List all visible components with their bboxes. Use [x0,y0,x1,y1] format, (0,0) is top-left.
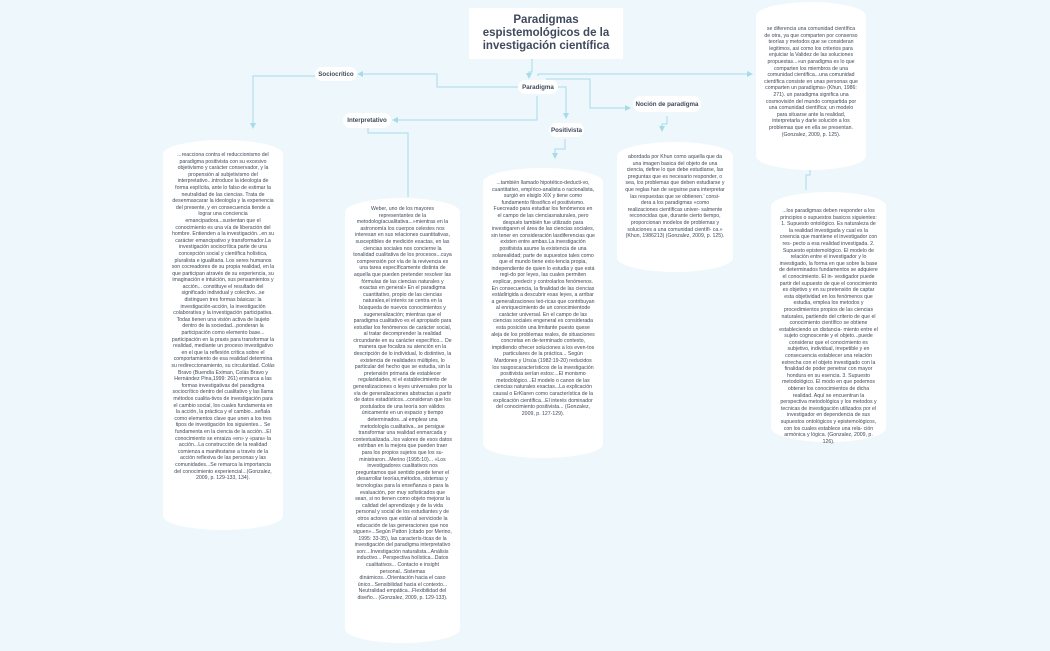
note-interpretativo-text: Weber, uno de los mayores representantes… [353,206,452,602]
note-sociocritico[interactable]: ...reacciona contra el reduccionismo del… [163,140,283,530]
node-nocion-de-paradigma[interactable]: Noción de paradigma [633,96,701,112]
node-sociocritico[interactable]: Sociocrítico [315,67,357,81]
node-paradigma-label: Paradigma [522,83,554,91]
note-nocion-a-text: abordada por Khun como aquella que da un… [625,154,725,240]
note-nocion-definicion[interactable]: abordada por Khun como aquella que da un… [617,142,733,272]
note-positivista-text: ...también llamado hipotético-deducti-vo… [491,180,595,417]
note-comunidad-cientifica[interactable]: se diferencia una comunidad científica d… [756,2,866,170]
node-nocion-label: Noción de paradigma [635,100,699,108]
node-sociocritico-label: Sociocrítico [318,70,354,78]
central-topic-label: Paradigmas espistemológicos de la invest… [482,14,610,52]
node-positivista[interactable]: Positivista [549,123,584,137]
central-topic[interactable]: Paradigmas espistemológicos de la invest… [469,8,623,59]
note-nocion-b-text: se diferencia una comunidad científica d… [764,26,858,138]
note-sociocritico-text: ...reacciona contra el reduccionismo del… [171,152,275,482]
node-positivista-label: Positivista [551,126,582,134]
note-nocion-c-text: ...los paradigmas deben responder a los … [779,208,878,445]
node-interpretativo[interactable]: Interpretativo [343,113,391,128]
node-paradigma[interactable]: Paradigma [518,80,558,94]
node-interpretativo-label: Interpretativo [347,117,387,124]
note-supuestos-basicos[interactable]: ...los paradigmas deben responder a los … [771,192,886,445]
note-interpretativo[interactable]: Weber, uno de los mayores representantes… [345,198,460,643]
note-positivista[interactable]: ...también llamado hipotético-deducti-vo… [483,168,603,458]
